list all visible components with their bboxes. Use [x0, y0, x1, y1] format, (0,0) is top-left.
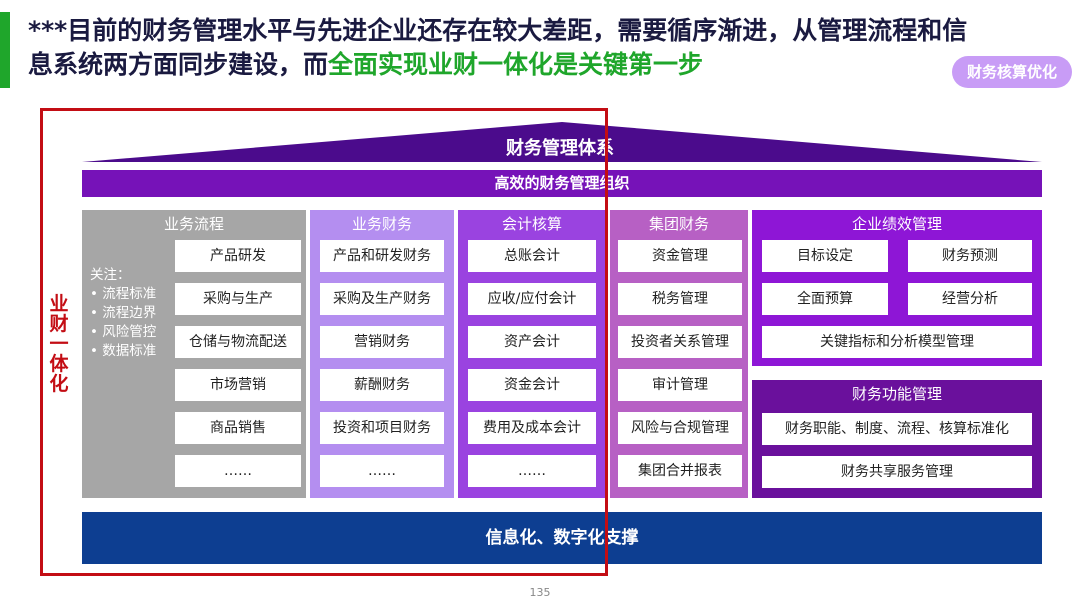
cell: 薪酬财务 [320, 369, 444, 401]
cell: …… [468, 455, 596, 487]
note-item: • 风险管控 [90, 324, 157, 340]
cell: 财务职能、制度、流程、核算标准化 [762, 413, 1032, 445]
cell: 营销财务 [320, 326, 444, 358]
cell: 产品和研发财务 [320, 240, 444, 272]
highlight-label: 业财一体化 [49, 293, 69, 395]
cell: 投资者关系管理 [618, 326, 742, 358]
column-title: 企业绩效管理 [851, 215, 942, 233]
org-bar: 高效的财务管理组织 [82, 170, 1042, 197]
cell: 费用及成本会计 [468, 412, 596, 444]
note-item: • 数据标准 [90, 343, 157, 359]
cell: …… [320, 455, 444, 487]
roof [82, 122, 1042, 162]
column-function-management: 财务功能管理 财务职能、制度、流程、核算标准化 财务共享服务管理 [752, 380, 1042, 498]
page-number: 135 [529, 586, 551, 599]
column-business-process: 业务流程 产品研发 采购与生产 仓储与物流配送 市场营销 商品销售 …… [82, 210, 306, 498]
cell: 关键指标和分析模型管理 [762, 326, 1032, 358]
headline: ***目前的财务管理水平与先进企业还存在较大差距，需要循序渐进，从管理流程和信息… [28, 14, 988, 82]
cell: 全面预算 [762, 283, 888, 315]
cell: 目标设定 [762, 240, 888, 272]
accent-bar [0, 12, 10, 88]
column-accounting: 会计核算 总账会计 应收/应付会计 资产会计 资金会计 费用及成本会计 …… [458, 210, 606, 498]
cell: 仓储与物流配送 [175, 326, 301, 358]
cell: 财务预测 [908, 240, 1032, 272]
headline-highlight: 全面实现业财一体化是关键第一步 [328, 50, 704, 79]
cell: 资金管理 [618, 240, 742, 272]
column-title: 业务流程 [163, 215, 224, 233]
cell: 集团合并报表 [618, 455, 742, 487]
cell: 应收/应付会计 [468, 283, 596, 315]
column-title: 集团财务 [648, 215, 709, 233]
column-performance: 企业绩效管理 目标设定 财务预测 全面预算 经营分析 关键指标和分析模型管理 [752, 210, 1042, 366]
cell: 审计管理 [618, 369, 742, 401]
section-tag: 财务核算优化 [952, 56, 1072, 88]
cell: 风险与合规管理 [618, 412, 742, 444]
cell: …… [175, 455, 301, 487]
cell: 税务管理 [618, 283, 742, 315]
cell: 经营分析 [908, 283, 1032, 315]
column-business-finance: 业务财务 产品和研发财务 采购及生产财务 营销财务 薪酬财务 投资和项目财务 …… [310, 210, 454, 498]
column-title: 业务财务 [351, 215, 412, 233]
column-title: 会计核算 [501, 215, 562, 233]
cell: 资产会计 [468, 326, 596, 358]
note-item: • 流程标准 [90, 286, 157, 302]
cell: 投资和项目财务 [320, 412, 444, 444]
info-support-bar: 信息化、数字化支撑 [82, 512, 1042, 564]
cell: 采购与生产 [175, 283, 301, 315]
note-title: 关注： [90, 267, 131, 283]
note-item: • 流程边界 [90, 305, 157, 321]
focus-notes: 关注： • 流程标准 • 流程边界 • 风险管控 • 数据标准 [90, 266, 156, 361]
cell: 财务共享服务管理 [762, 456, 1032, 488]
cell: 总账会计 [468, 240, 596, 272]
cell: 采购及生产财务 [320, 283, 444, 315]
column-group-finance: 集团财务 资金管理 税务管理 投资者关系管理 审计管理 风险与合规管理 集团合并… [610, 210, 748, 498]
cell: 产品研发 [175, 240, 301, 272]
cell: 资金会计 [468, 369, 596, 401]
cell: 市场营销 [175, 369, 301, 401]
cell: 商品销售 [175, 412, 301, 444]
headline-text: ***目前的财务管理水平与先进企业还存在较大差距，需要循序渐进，从管理流程和信息… [28, 16, 968, 79]
column-title: 财务功能管理 [851, 385, 942, 403]
roof-title: 财务管理体系 [506, 138, 614, 159]
highlight-frame [40, 108, 608, 576]
